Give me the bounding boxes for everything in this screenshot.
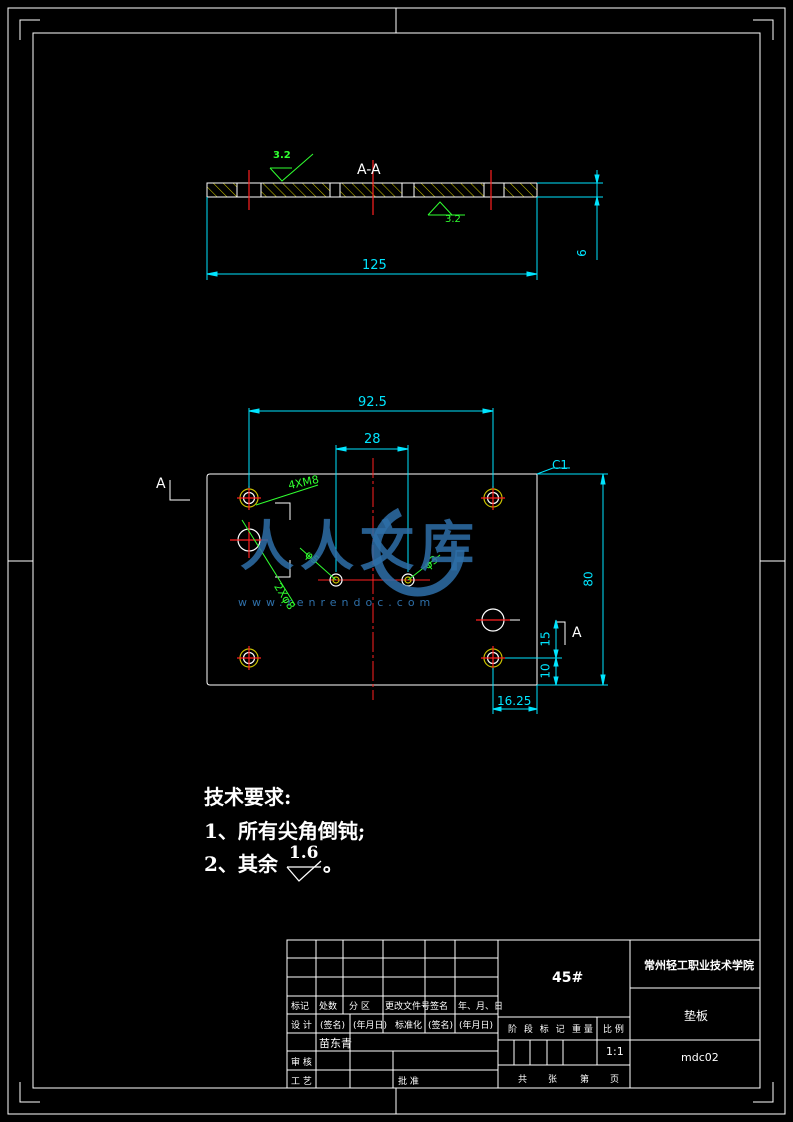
dim-height-label: 80 bbox=[581, 571, 596, 587]
note-leaders bbox=[241, 484, 441, 606]
requirements-item-1: 1、所有尖角倒钝; bbox=[204, 819, 366, 843]
roughness-symbol: 1.6 bbox=[285, 843, 323, 882]
dim-thickness-label: 6 bbox=[574, 249, 589, 257]
threaded-hole-tr bbox=[481, 486, 505, 510]
dim-width bbox=[206, 197, 538, 280]
roughness-symbol-bottom bbox=[427, 201, 465, 216]
tb-designer: 苗东青 bbox=[319, 1037, 352, 1050]
tb-zone: 分 区 bbox=[349, 1002, 370, 1012]
dim-edge-label: 16.25 bbox=[497, 694, 532, 708]
tb-count: 处数 bbox=[319, 1002, 338, 1012]
tb-design-date: (年月日) bbox=[353, 1021, 388, 1031]
requirements-heading: 技术要求: bbox=[204, 785, 292, 809]
tb-weight: 重 量 bbox=[572, 1025, 593, 1035]
roughness-top-value: 3.2 bbox=[273, 150, 291, 161]
tb-stage: 阶 段 标 记 bbox=[508, 1025, 567, 1035]
tb-review: 审 核 bbox=[291, 1058, 312, 1068]
plan-view bbox=[169, 408, 608, 714]
requirements-item-2: 2、其余 1.6 。 bbox=[204, 843, 343, 882]
pin-hole-left bbox=[329, 573, 343, 587]
requirements-item-2-suffix: 。 bbox=[322, 852, 343, 876]
watermark-url: www.renrendoc.com bbox=[238, 596, 436, 609]
dim-width-label: 125 bbox=[362, 258, 387, 273]
school-name: 常州轻工职业技术学院 bbox=[644, 959, 754, 972]
tb-ratio: 比 例 bbox=[603, 1025, 624, 1035]
tb-process: 工 艺 bbox=[291, 1077, 312, 1087]
part-name: 垫板 bbox=[684, 1009, 709, 1023]
watermark-chars: 人人文库 bbox=[240, 515, 480, 578]
plate-outline bbox=[206, 473, 538, 686]
chamfer-label: C1 bbox=[552, 458, 569, 472]
tb-design-sign: (签名) bbox=[320, 1021, 346, 1031]
tb-sign: 签名 bbox=[430, 1002, 449, 1012]
pin-hole-right bbox=[401, 573, 415, 587]
dim-15-label: 15 bbox=[538, 631, 553, 647]
tb-standard: 标准化 bbox=[395, 1021, 423, 1031]
drawing-number: mdc02 bbox=[681, 1051, 719, 1064]
tb-standard-sign: (签名) bbox=[428, 1021, 454, 1031]
tb-page: 页 bbox=[610, 1075, 620, 1085]
dim-hole-span-label: 92.5 bbox=[358, 395, 387, 410]
watermark-logo bbox=[371, 507, 465, 597]
title-block bbox=[286, 939, 761, 1089]
requirements-item-2-prefix: 2、其余 bbox=[204, 852, 278, 876]
section-marker: A bbox=[572, 625, 582, 641]
tb-sheet-no: 第 bbox=[580, 1075, 590, 1085]
section-centerlines bbox=[248, 160, 492, 215]
large-holes bbox=[230, 522, 510, 632]
threaded-holes bbox=[237, 486, 505, 670]
section-view bbox=[206, 153, 603, 280]
tb-sheets: 张 bbox=[548, 1075, 558, 1085]
plan-dimensions bbox=[248, 408, 608, 714]
tb-design: 设 计 bbox=[291, 1021, 312, 1031]
material: 45# bbox=[552, 970, 584, 986]
threaded-hole-br bbox=[481, 646, 505, 670]
roughness-check-icon bbox=[286, 860, 322, 882]
roughness-bottom-value: 3.2 bbox=[445, 214, 461, 225]
roughness-value: 1.6 bbox=[288, 843, 319, 863]
scale-value: 1:1 bbox=[606, 1045, 624, 1058]
section-label: A-A bbox=[357, 162, 381, 178]
section-hatch bbox=[206, 182, 538, 198]
threaded-hole-bl bbox=[237, 646, 261, 670]
tb-mark: 标记 bbox=[291, 1002, 310, 1012]
section-cut-marks bbox=[169, 480, 566, 645]
view-marker: A bbox=[156, 476, 166, 492]
dim-pin-span-label: 28 bbox=[364, 432, 381, 447]
tb-date: 年、月、日 bbox=[458, 1002, 504, 1012]
dim-thickness bbox=[537, 170, 603, 260]
tb-standard-date: (年月日) bbox=[459, 1021, 494, 1031]
dim-10-label: 10 bbox=[538, 663, 553, 679]
pin-holes bbox=[329, 573, 415, 587]
tb-total: 共 bbox=[518, 1075, 528, 1085]
roughness-symbol-top bbox=[269, 153, 314, 182]
threaded-hole-tl bbox=[237, 486, 261, 510]
tb-approve: 批 准 bbox=[398, 1077, 419, 1087]
tb-docno: 更改文件号 bbox=[385, 1002, 431, 1012]
